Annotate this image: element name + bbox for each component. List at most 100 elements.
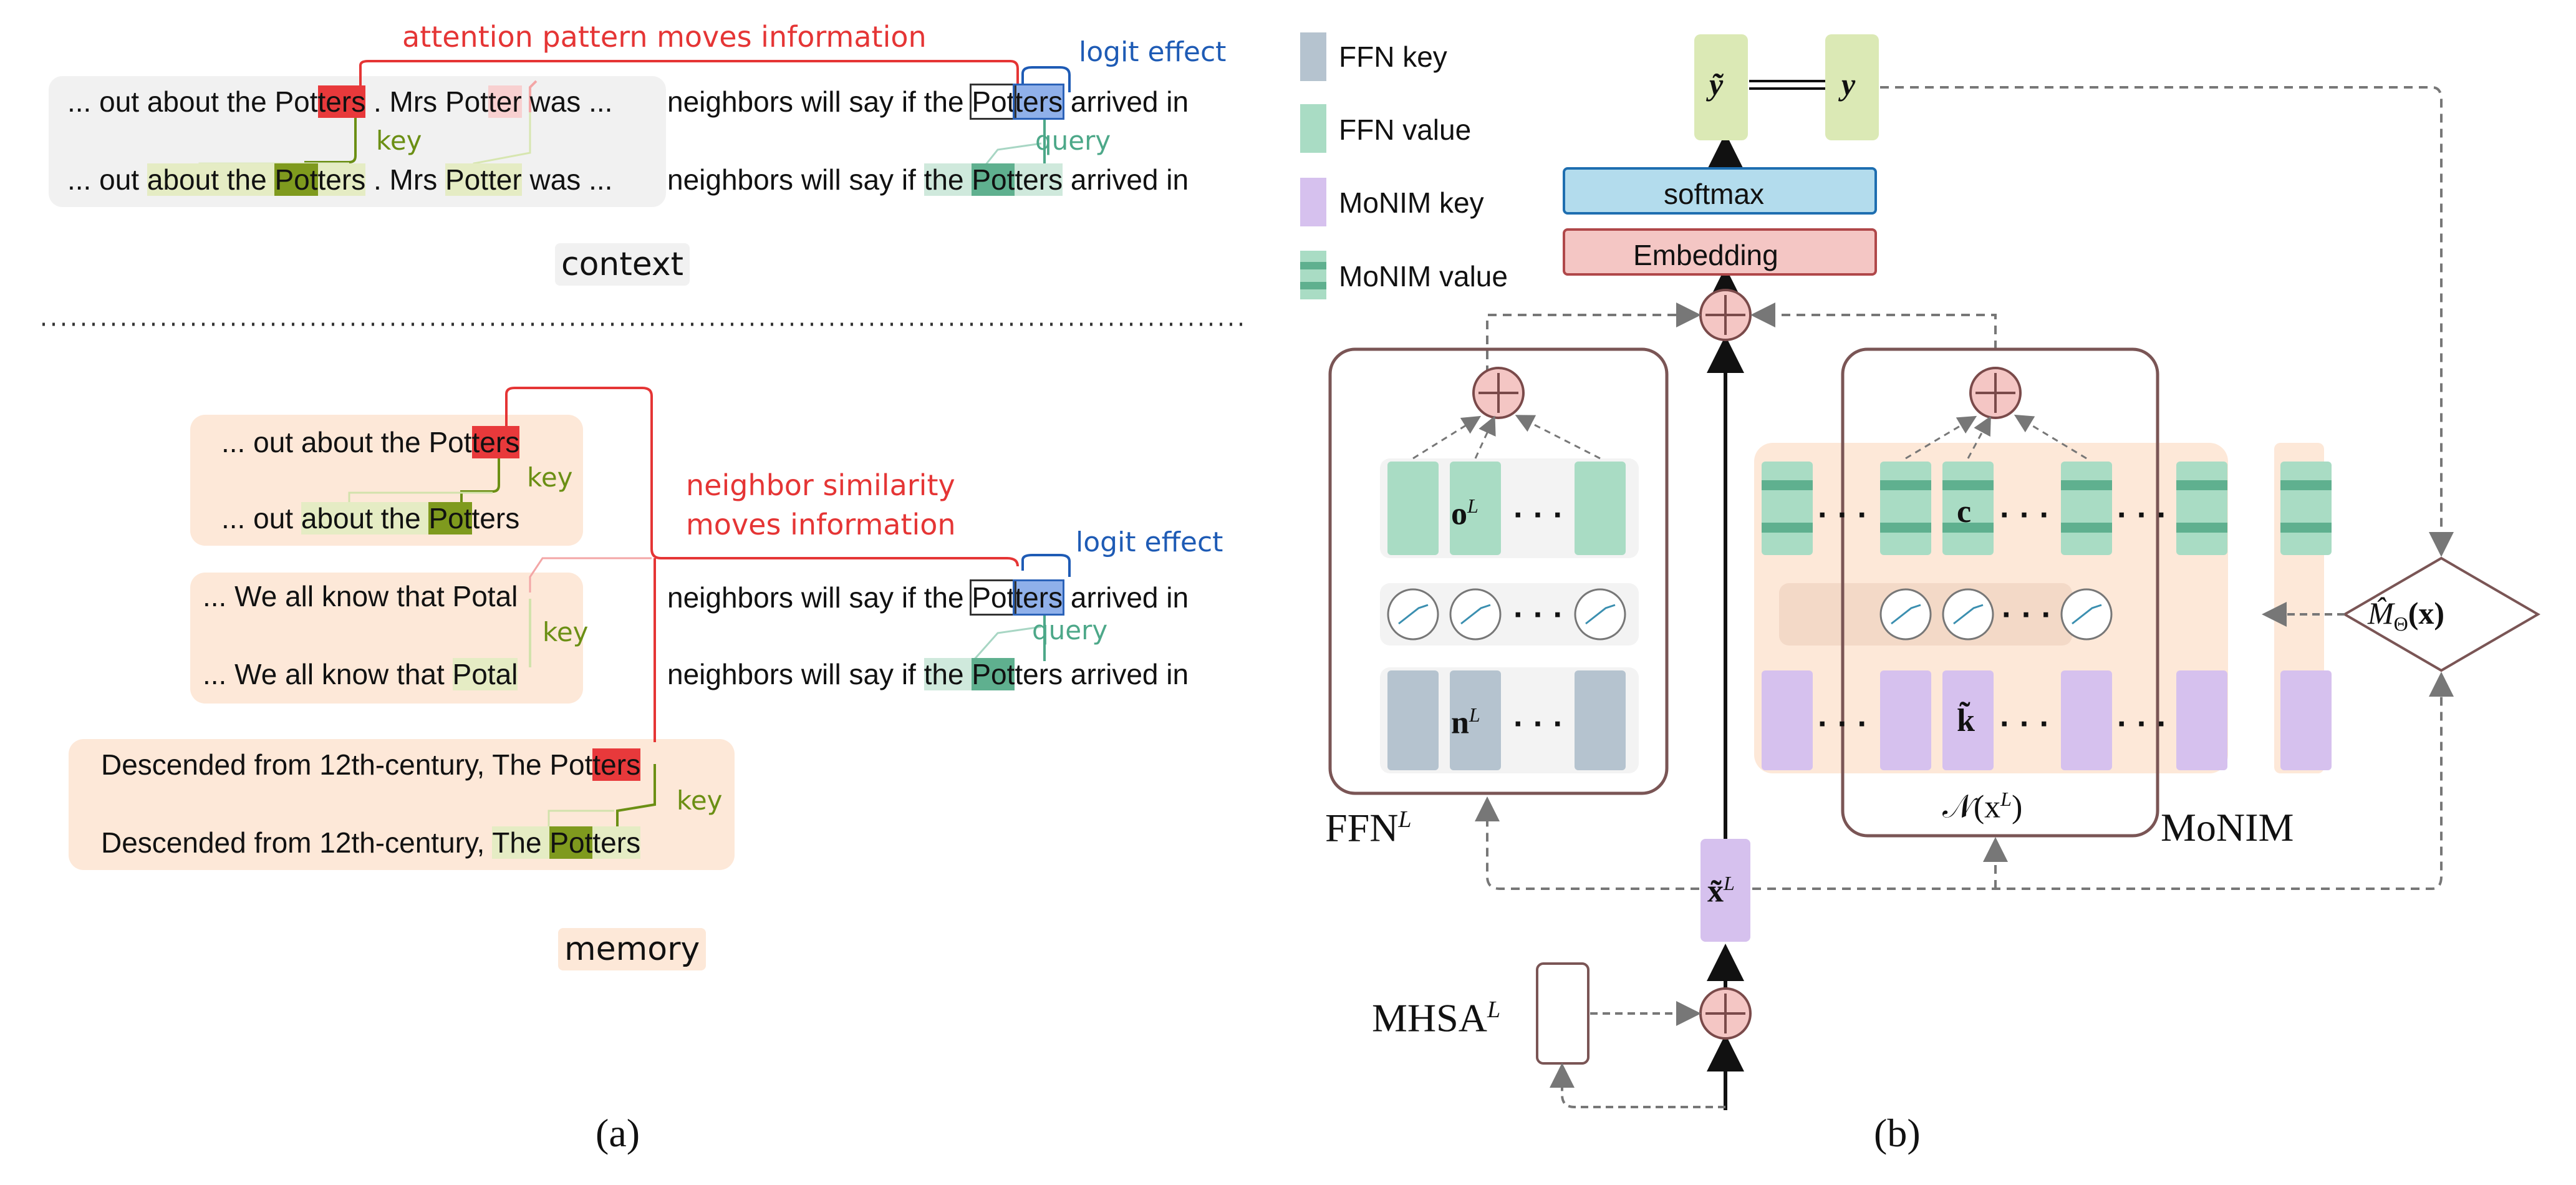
ffn-main: FFN <box>1325 805 1399 850</box>
mid-row-2: neighbors will say if the Potters arrive… <box>667 658 1189 690</box>
memory3-row-1: Descended from 12th-century, The Potters <box>101 748 641 781</box>
o-label: oL <box>1451 496 1479 530</box>
panel-a: attention pattern moves information logi… <box>0 0 1269 1185</box>
mem3-row1-highlight: ters <box>592 748 641 781</box>
dots-monim-k2: · · · <box>2000 706 2050 742</box>
k-label: k̃ <box>1957 703 1975 738</box>
legend-swatch-ffn-key <box>1300 32 1326 81</box>
context-row2-the: the <box>924 163 972 196</box>
logit-bracket-top <box>1021 66 1071 92</box>
dots-ffn-top: · · · <box>1513 497 1564 533</box>
memory2-row-1: ... We all know that Potal <box>203 582 518 611</box>
label-query-top: query <box>1035 125 1111 156</box>
embedding-label: Embedding <box>1633 239 1778 271</box>
attention-bracket-faint <box>529 80 538 112</box>
dots-ffn-bottom: · · · <box>1513 706 1564 742</box>
legend-swatch-monim-value <box>1300 251 1326 299</box>
m-hat-sub: Θ <box>2393 612 2408 635</box>
neighborhood-module <box>1841 347 2159 838</box>
y-tilde-box <box>1694 34 1748 140</box>
context-row2-pre: ... out <box>67 163 147 196</box>
y-box <box>1825 34 1879 140</box>
mem3-row1-pre: Descended from 12th-century, The Pot <box>101 748 593 781</box>
context-row2-pot: Pot <box>274 163 318 196</box>
mid-row1-query-1: Pot <box>970 579 1017 616</box>
n-sup: L <box>1469 704 1480 726</box>
context-row-2: ... out about the Potters . Mrs Potter w… <box>67 163 612 196</box>
mem3-row2-ters: ters <box>592 826 641 859</box>
n-main: n <box>1451 705 1469 741</box>
context-tag: context <box>555 243 690 286</box>
dots-monim-v1: · · · <box>1818 497 1868 533</box>
ffn-module <box>1328 347 1669 795</box>
monim-module-label: MoNIM <box>2161 805 2294 849</box>
neighborhood-sup: L <box>2000 788 2012 810</box>
mid-row2-pre: neighbors will say if <box>667 658 924 690</box>
mem1-row2-pot: Pot <box>428 502 472 534</box>
context-row2-about: about the <box>147 163 275 196</box>
context-row1-potter-a: Pot <box>445 85 489 118</box>
ffn-module-label: FFNL <box>1325 808 1412 848</box>
mem1-row1-highlight: ters <box>471 426 520 458</box>
key-connector-top <box>304 112 357 181</box>
label-neighbor-similarity: neighbor similarity <box>686 468 955 502</box>
label-attention: attention pattern moves information <box>402 20 927 54</box>
y-tilde-label: ỹ <box>1709 67 1724 102</box>
context-row2-potter: Potter <box>445 163 522 196</box>
memory1-row-1: ... out about the Potters <box>221 426 520 458</box>
mem1-row2-pre: ... out <box>221 502 301 534</box>
memory2-row-2: ... We all know that Potal <box>203 658 518 690</box>
y-label: y <box>1841 67 1856 102</box>
embedding-box <box>1563 228 1877 276</box>
legend-swatch-monim-key <box>1300 178 1326 226</box>
context-row1-potter-b: ter <box>488 85 522 118</box>
mem1-row2-ters: ters <box>471 502 520 534</box>
x-tilde-box <box>1700 839 1750 942</box>
panel-b: FFN key FFN value MoNIM key MoNIM value … <box>1269 0 2576 1185</box>
context-row-1: ... out about the Potters . Mrs Potter w… <box>67 85 612 118</box>
context-row2-right-post: arrived in <box>1063 163 1189 196</box>
mid-row-1: neighbors will say if the Potters arrive… <box>667 579 1189 616</box>
mid-row1-pre: neighbors will say if the <box>667 581 972 614</box>
label-moves-information: moves information <box>686 508 956 541</box>
memory3-row-2: Descended from 12th-century, The Potters <box>101 826 641 859</box>
mem2-row2-pre: ... We all know that <box>203 658 453 690</box>
label-key-mem3: key <box>677 785 723 816</box>
o-main: o <box>1451 496 1467 532</box>
mem2-row1-text: ... We all know that Potal <box>203 580 518 612</box>
n-label: nL <box>1451 705 1480 739</box>
context-row2-ters: ters <box>317 163 366 196</box>
softmax-label: softmax <box>1664 178 1765 210</box>
legend-label-ffn-value: FFN value <box>1339 114 1472 146</box>
context-row-1-right: neighbors will say if the Potters arrive… <box>667 84 1189 120</box>
x-tilde-sup: L <box>1724 872 1735 894</box>
mid-row2-post: arrived in <box>1063 658 1189 690</box>
dots-ffn-mid: · · · <box>1513 597 1564 633</box>
memory-tag: memory <box>558 928 707 970</box>
m-hat-diamond <box>2342 556 2540 672</box>
dots-monim-k1: · · · <box>1818 706 1868 742</box>
mhsa-box <box>1536 962 1589 1065</box>
mid-row1-post: arrived in <box>1063 581 1189 614</box>
dots-monim-k3: · · · <box>2117 706 2168 742</box>
dots-monim-v3: · · · <box>2117 497 2168 533</box>
logit-bracket-mid <box>1021 554 1071 577</box>
attention-bracket <box>359 60 1019 94</box>
m-hat-label: M̂Θ(x) <box>2368 597 2444 634</box>
c-label: c <box>1957 494 1972 530</box>
panel-b-shapes <box>1300 32 2540 1110</box>
x-tilde-main: x̃ <box>1707 873 1724 909</box>
mem1-row2-about: about the <box>301 502 429 534</box>
context-row1-query-1: Pot <box>970 84 1017 120</box>
mid-row2-pot: Pot <box>972 658 1015 690</box>
mhsa-label: MHSAL <box>1372 998 1500 1038</box>
dots-monim-v2: · · · <box>2000 497 2050 533</box>
m-hat-main: M̂ <box>2368 596 2394 631</box>
context-row-2-right: neighbors will say if the Potters arrive… <box>667 163 1189 196</box>
mem3-row2-pre: Descended from 12th-century, <box>101 826 493 859</box>
caption-a: (a) <box>596 1111 640 1155</box>
context-row2-right-ters: ters <box>1015 163 1063 196</box>
mem3-row2-pot: Pot <box>549 826 593 859</box>
neighbor-line <box>505 387 1019 567</box>
neighborhood-close: ) <box>2011 789 2023 825</box>
